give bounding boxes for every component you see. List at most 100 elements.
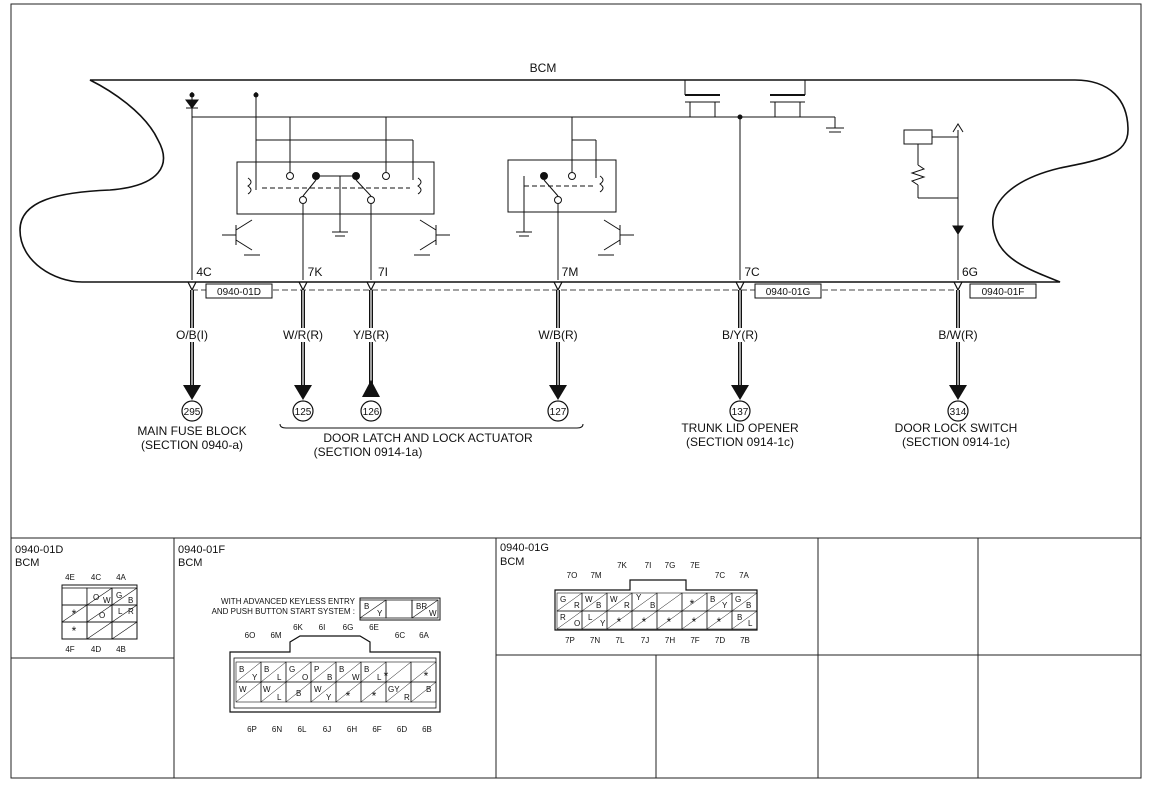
c01G-cell: R <box>624 601 630 610</box>
wire-color-126: Y/B(R) <box>353 328 389 342</box>
c01G-top-pin: 7I <box>645 561 652 570</box>
c01F-cell: O <box>302 673 308 682</box>
c01G-id: 0940-01G <box>500 542 549 554</box>
c01G-top-pin: 7O <box>567 571 578 580</box>
pin-label-7c: 7C <box>744 265 760 279</box>
c01F-cell: W <box>263 685 271 694</box>
c01F-cell: L <box>277 673 282 682</box>
c01F-top-pin: 6O <box>245 631 256 640</box>
c01G-cell: O <box>574 619 580 628</box>
wire-color-314: B/W(R) <box>938 328 977 342</box>
c01D-asterisk: * <box>72 624 77 638</box>
wire-color-295: O/B(I) <box>176 328 208 342</box>
c01G-cell: B <box>650 601 655 610</box>
c01D-bottom-pin: 4F <box>65 645 74 654</box>
c01F-cell: B <box>264 665 269 674</box>
wire-ref-137: 137 <box>732 407 749 418</box>
c01F-top-pin: 6A <box>419 631 429 640</box>
dest-trunk-line2: (SECTION 0914-1c) <box>686 435 794 449</box>
door-latch-bracket <box>279 423 584 429</box>
wire-137: B/Y(R) 137 <box>705 281 775 422</box>
c01F-cell: W <box>314 685 322 694</box>
pin-label-4c: 4C <box>196 265 212 279</box>
c01F-bottom-pin: 6B <box>422 725 432 734</box>
connector-tag-0940-01f: 0940-01F <box>969 283 1037 299</box>
c01D-cell: O <box>99 611 105 620</box>
c01G-cell: W <box>610 595 618 604</box>
c01G-cell: Y <box>636 593 642 602</box>
c01F-cell: B <box>239 665 244 674</box>
connector-tags: 0940-01D 0940-01G 0940-01F <box>205 283 1037 299</box>
c01F-bottom-pin: 6P <box>247 725 257 734</box>
c01G-asterisk: * <box>617 615 622 629</box>
c01D-cell: R <box>128 607 134 616</box>
dest-door-switch-line2: (SECTION 0914-1c) <box>902 435 1010 449</box>
c01F-note-line2: AND PUSH BUTTON START SYSTEM : <box>212 607 355 616</box>
wire-314: B/W(R)314 <box>923 281 993 422</box>
c01F-asterisk: * <box>424 669 429 683</box>
c01G-bottom-pin: 7P <box>565 636 575 645</box>
wire-ref-295: 295 <box>184 407 201 418</box>
c01G-top-pin: 7M <box>590 571 601 580</box>
c01D-name: BCM <box>15 557 39 569</box>
bcm-label: BCM <box>530 61 557 75</box>
c01G-asterisk: * <box>667 615 672 629</box>
bcm-outline <box>19 79 1129 283</box>
c01G-asterisk: * <box>690 597 695 611</box>
wire-295: O/B(I) 295 <box>157 281 227 422</box>
outer-frame <box>10 3 1142 779</box>
c01F-name: BCM <box>178 557 202 569</box>
wire-126: Y/B(R)126 <box>336 281 406 422</box>
internal-circuit <box>185 80 964 280</box>
c01F-cell: L <box>377 673 382 682</box>
c01D-id: 0940-01D <box>15 544 63 556</box>
c01G-asterisk: * <box>717 615 722 629</box>
c01F-top-pin: 6C <box>395 631 405 640</box>
c01D-bottom-pin: 4D <box>91 645 101 654</box>
c01G-cell: B <box>710 595 715 604</box>
pin-label-7k: 7K <box>308 265 323 279</box>
dest-main-fuse-line2: (SECTION 0940-a) <box>141 438 243 452</box>
svg-text:0940-01G: 0940-01G <box>766 287 811 298</box>
c01G-cell: B <box>596 601 601 610</box>
dest-door-latch-line2: (SECTION 0914-1a) <box>314 445 423 459</box>
c01F-note-cell: Y <box>377 609 383 618</box>
c01F-bottom-pin: 6H <box>347 725 357 734</box>
c01F-cell: P <box>314 665 319 674</box>
c01G-top-pin: 7C <box>715 571 725 580</box>
c01F-cell: Y <box>326 693 332 702</box>
c01D-top-pin: 4E <box>65 573 75 582</box>
c01G-cell: B <box>746 601 751 610</box>
c01G-asterisk: * <box>642 615 647 629</box>
connector-tag-0940-01d: 0940-01D <box>205 283 273 299</box>
c01F-asterisk: * <box>372 689 377 703</box>
c01G-bottom-pin: 7B <box>740 636 750 645</box>
dest-trunk-line1: TRUNK LID OPENER <box>681 421 799 435</box>
pin-label-7m: 7M <box>562 265 579 279</box>
c01D-bottom-pin: 4B <box>116 645 126 654</box>
c01G-bottom-pin: 7L <box>616 636 625 645</box>
c01F-top-pin: 6K <box>293 623 303 632</box>
dest-main-fuse-line1: MAIN FUSE BLOCK <box>137 424 246 438</box>
c01G-cell: G <box>735 595 741 604</box>
c01G-top-pin: 7K <box>617 561 627 570</box>
wire-color-137: B/Y(R) <box>722 328 758 342</box>
wire-ref-125: 125 <box>295 407 312 418</box>
c01D-cell: W <box>103 596 111 605</box>
c01D-cell: L <box>118 607 123 616</box>
c01D-top-pin: 4C <box>91 573 101 582</box>
c01D-asterisk: * <box>72 607 77 621</box>
c01F-top-pin: 6I <box>319 623 326 632</box>
c01F-bottom-pin: 6J <box>323 725 331 734</box>
c01G-cell: Y <box>600 619 606 628</box>
c01G-cell: R <box>574 601 580 610</box>
c01F-cell: GY <box>388 685 400 694</box>
svg-text:0940-01D: 0940-01D <box>217 287 261 298</box>
c01G-cell: B <box>737 613 742 622</box>
c01D-top-pin: 4A <box>116 573 126 582</box>
c01F-note-line1: WITH ADVANCED KEYLESS ENTRY <box>221 597 356 606</box>
c01F-cell: G <box>289 665 295 674</box>
